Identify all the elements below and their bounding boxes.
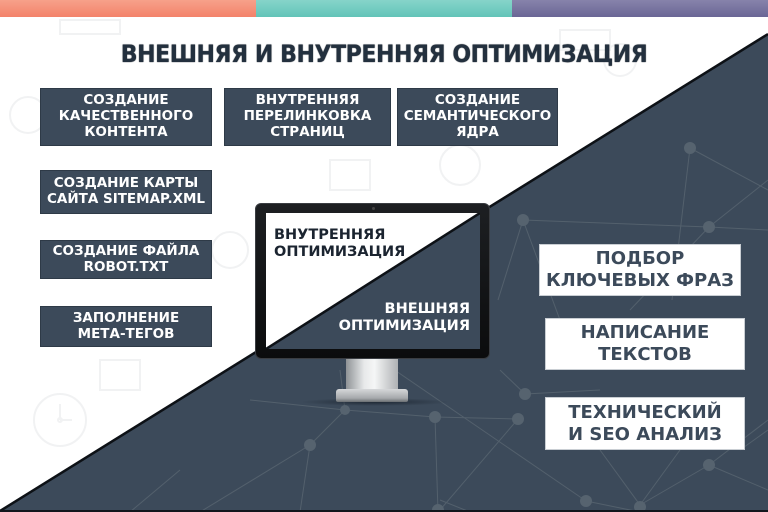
item-label: СОЗДАНИЕ КАЧЕСТВЕННОГО КОНТЕНТА [58,92,194,140]
top-color-bar [0,0,768,17]
monitor-stand-neck [346,359,398,391]
top-bar-purple [512,0,768,17]
item-label: СОЗДАНИЕ КАРТЫ САЙТА SITEMAP.XML [46,175,206,207]
external-optimization-label: ВНЕШНЯЯ ОПТИМИЗАЦИЯ [338,301,470,335]
item-label: НАПИСАНИЕ ТЕКСТОВ [580,322,710,365]
item-semantic-core: СОЗДАНИЕ СЕМАНТИЧЕСКОГО ЯДРА [397,88,558,146]
item-keyword-selection: ПОДБОР КЛЮЧЕВЫХ ФРАЗ [539,244,741,296]
item-sitemap: СОЗДАНИЕ КАРТЫ САЙТА SITEMAP.XML [40,170,212,214]
top-bar-teal [256,0,512,17]
screen-split [266,213,480,349]
item-internal-linking: ВНУТРЕННЯЯ ПЕРЕЛИНКОВКА СТРАНИЦ [224,88,391,146]
monitor-screen: ВНУТРЕННЯЯ ОПТИМИЗАЦИЯ ВНЕШНЯЯ ОПТИМИЗАЦ… [266,213,480,349]
item-meta-tags: ЗАПОЛНЕНИЕ МЕТА-ТЕГОВ [40,306,212,347]
network-lines [129,147,768,512]
item-label: ЗАПОЛНЕНИЕ МЕТА-ТЕГОВ [72,309,180,342]
top-bar-coral [0,0,256,17]
item-copywriting: НАПИСАНИЕ ТЕКСТОВ [545,318,745,370]
page-title: ВНЕШНЯЯ И ВНУТРЕННЯЯ ОПТИМИЗАЦИЯ [120,40,648,68]
item-seo-analysis: ТЕХНИЧЕСКИЙ И SEO АНАЛИЗ [545,397,745,450]
item-robots-txt: СОЗДАНИЕ ФАЙЛА ROBOT.TXT [40,240,212,279]
monitor-icon: ВНУТРЕННЯЯ ОПТИМИЗАЦИЯ ВНЕШНЯЯ ОПТИМИЗАЦ… [255,203,490,359]
item-quality-content: СОЗДАНИЕ КАЧЕСТВЕННОГО КОНТЕНТА [40,88,212,146]
internal-optimization-label: ВНУТРЕННЯЯ ОПТИМИЗАЦИЯ [274,227,406,261]
item-label: СОЗДАНИЕ ФАЙЛА ROBOT.TXT [52,242,200,275]
item-label: СОЗДАНИЕ СЕМАНТИЧЕСКОГО ЯДРА [403,92,552,140]
item-label: ВНУТРЕННЯЯ ПЕРЕЛИНКОВКА СТРАНИЦ [243,92,372,140]
item-label: ТЕХНИЧЕСКИЙ И SEO АНАЛИЗ [568,401,722,445]
monitor-stand-base [336,389,408,402]
monitor-camera [372,207,375,210]
monitor-stand-shadow [300,398,450,406]
item-label: ПОДБОР КЛЮЧЕВЫХ ФРАЗ [546,248,734,291]
